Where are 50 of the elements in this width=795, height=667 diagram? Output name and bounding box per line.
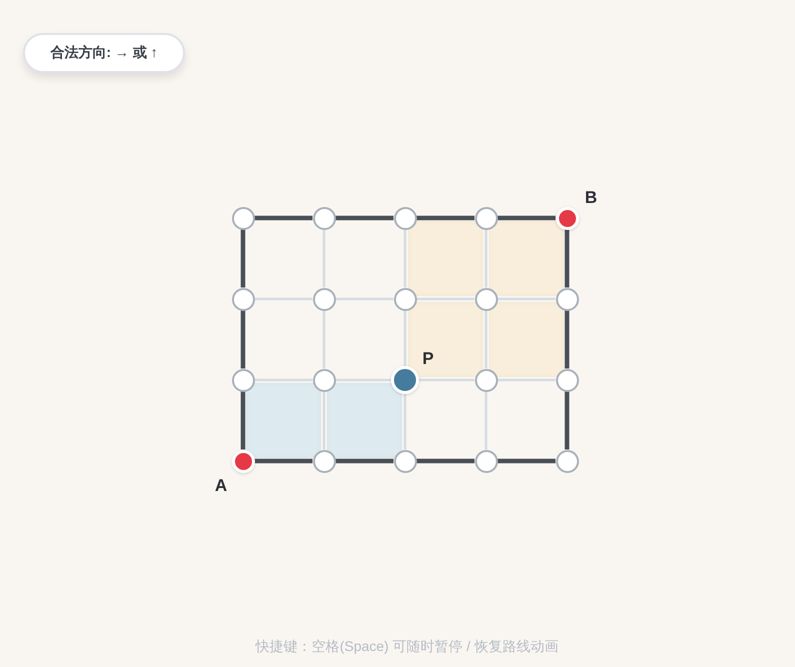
point-label: A bbox=[214, 476, 228, 496]
border-line bbox=[498, 216, 556, 220]
border-line bbox=[254, 458, 312, 464]
border-line bbox=[416, 216, 474, 220]
grid-point bbox=[474, 450, 498, 472]
shaded-cell bbox=[489, 302, 564, 377]
grid-point bbox=[394, 206, 416, 230]
point-label: P bbox=[422, 349, 434, 369]
border-line bbox=[240, 310, 246, 368]
border-line bbox=[564, 392, 570, 450]
border-line bbox=[336, 458, 394, 464]
grid-line bbox=[322, 392, 326, 450]
border-line bbox=[498, 458, 556, 464]
grid-line bbox=[336, 378, 391, 382]
grid-point bbox=[232, 206, 254, 230]
grid-point bbox=[556, 450, 578, 472]
border-line bbox=[240, 230, 246, 288]
border-line bbox=[254, 216, 312, 220]
border-line bbox=[564, 230, 570, 288]
grid-point bbox=[312, 368, 336, 392]
shaded-cell bbox=[327, 383, 402, 458]
border-line bbox=[240, 392, 246, 450]
point-label: B bbox=[584, 188, 598, 208]
endpoint-dot bbox=[556, 206, 578, 230]
shaded-cell bbox=[408, 221, 483, 296]
grid-line bbox=[484, 392, 488, 450]
shaded-cell bbox=[489, 221, 564, 296]
border-line bbox=[564, 310, 570, 368]
endpoint-dot bbox=[232, 450, 254, 472]
grid-line bbox=[254, 298, 312, 300]
marker-dot bbox=[391, 366, 419, 394]
border-line bbox=[336, 216, 394, 220]
grid-point bbox=[556, 368, 578, 392]
grid-line bbox=[322, 310, 326, 368]
grid-line bbox=[322, 230, 326, 288]
grid-line bbox=[336, 298, 394, 300]
hint-text: 快捷键：空格(Space) 可随时暂停 / 恢复路线动画 bbox=[256, 638, 558, 656]
shaded-cell bbox=[408, 302, 483, 377]
grid-point bbox=[394, 450, 416, 472]
grid-point bbox=[232, 288, 254, 310]
shaded-cell bbox=[246, 383, 321, 458]
grid-point bbox=[232, 368, 254, 392]
grid-point bbox=[312, 288, 336, 310]
grid-point bbox=[474, 206, 498, 230]
border-line bbox=[416, 458, 474, 464]
grid-point bbox=[312, 206, 336, 230]
rule-badge: 合法方向: → 或 ↑ bbox=[23, 33, 185, 73]
grid-line bbox=[254, 378, 312, 382]
grid-line bbox=[404, 394, 406, 450]
grid-point bbox=[394, 288, 416, 310]
